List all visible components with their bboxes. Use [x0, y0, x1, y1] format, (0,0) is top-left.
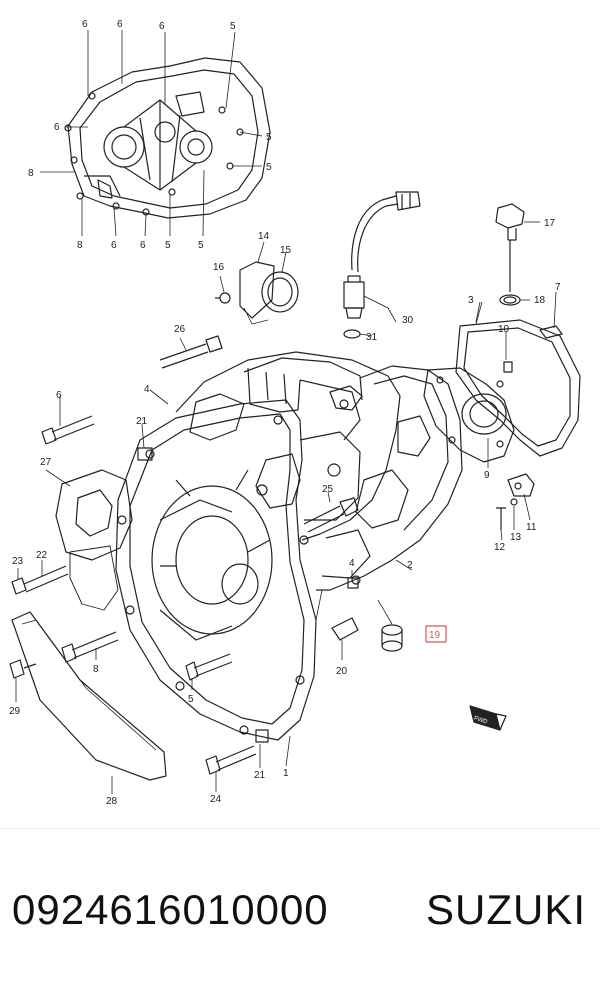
callout-label: 5: [230, 21, 236, 32]
callout-label: 2: [407, 560, 413, 571]
leaders-main: [15, 301, 483, 794]
callout-label: 7: [555, 282, 561, 293]
callout-label: 31: [366, 332, 378, 343]
footer: 0924616010000 SUZUKI: [0, 880, 600, 960]
callout-label: 20: [336, 666, 348, 677]
callout-label: 30: [402, 315, 414, 326]
callout-label: 8: [93, 664, 99, 675]
cover-and-gasket: [423, 319, 581, 530]
callout-label: 6: [159, 21, 165, 32]
callout-label: 11: [526, 522, 537, 533]
callout-label: 24: [210, 794, 222, 805]
leaders-17-18: [520, 221, 540, 301]
callout-label: 6: [82, 19, 88, 30]
callout-label: 5: [266, 132, 272, 143]
speed-sensor-30-31: [343, 191, 421, 339]
callout-label: 18: [534, 295, 546, 306]
callout-label: 1: [283, 768, 289, 779]
callout-label: 25: [322, 484, 334, 495]
callout-label: 8: [28, 168, 34, 179]
callout-label: 4: [144, 384, 150, 395]
exploded-parts-diagram: 6 6 6 5 6 5 8 5 8 6 6 5 5 14 15 16 17 3 …: [9, 19, 581, 807]
callout-label: 6: [56, 390, 62, 401]
callout-label: 28: [106, 796, 118, 807]
callout-label: 6: [117, 19, 123, 30]
callout-label: 16: [213, 262, 225, 273]
callout-label: 23: [12, 556, 24, 567]
callout-label: 5: [266, 162, 272, 173]
callout-label: 8: [77, 240, 83, 251]
callout-label: 21: [136, 416, 148, 427]
callouts: 6 6 6 5 6 5 8 5 8 6 6 5 5 14 15 16 17 3 …: [9, 19, 561, 807]
callout-label: 29: [9, 706, 21, 717]
leaders-right: [475, 291, 557, 541]
leaders-30-31: [359, 295, 397, 337]
main-housing: [115, 351, 463, 741]
callout-label: 13: [510, 532, 522, 543]
callout-label: 9: [484, 470, 490, 481]
fwd-arrow-icon: [469, 705, 507, 731]
callout-label: 6: [140, 240, 146, 251]
footer-divider: [0, 828, 600, 829]
callout-label: 6: [54, 122, 60, 133]
linework: [9, 30, 581, 794]
callout-label: 5: [165, 240, 171, 251]
callout-label: 3: [468, 295, 474, 306]
brand-name: SUZUKI: [425, 886, 586, 933]
case-rear-view: [64, 57, 271, 219]
callout-label: 27: [40, 457, 52, 468]
diagram-drawing: 6 6 6 5 6 5 8 5 8 6 6 5 5 14 15 16 17 3 …: [9, 19, 581, 807]
part-number: 0924616010000: [12, 886, 329, 933]
leaders-14-15-16: [219, 241, 287, 293]
callout-label: 5: [198, 240, 204, 251]
callout-label: 6: [111, 240, 117, 251]
bolts: [9, 335, 403, 775]
callout-label: 4: [349, 558, 355, 569]
highlight-box-19: [425, 625, 447, 643]
callout-label: 26: [174, 324, 186, 335]
cover-27: [55, 469, 133, 611]
callout-label: 10: [498, 324, 510, 335]
callout-label: 22: [36, 550, 48, 561]
callout-label: 21: [254, 770, 266, 781]
callout-label: 12: [494, 542, 506, 553]
plate-28: [11, 611, 167, 781]
callout-label: 17: [544, 218, 556, 229]
callout-label: 5: [188, 694, 194, 705]
callout-label: 15: [280, 245, 292, 256]
leaders-top-left: [40, 30, 263, 237]
callout-label: 14: [258, 231, 270, 242]
fwd-label: FWD: [473, 716, 488, 726]
callout-label: 19: [429, 630, 441, 641]
dipstick-17-18: [495, 203, 525, 306]
plate-parts-14-15-16: [215, 261, 299, 325]
